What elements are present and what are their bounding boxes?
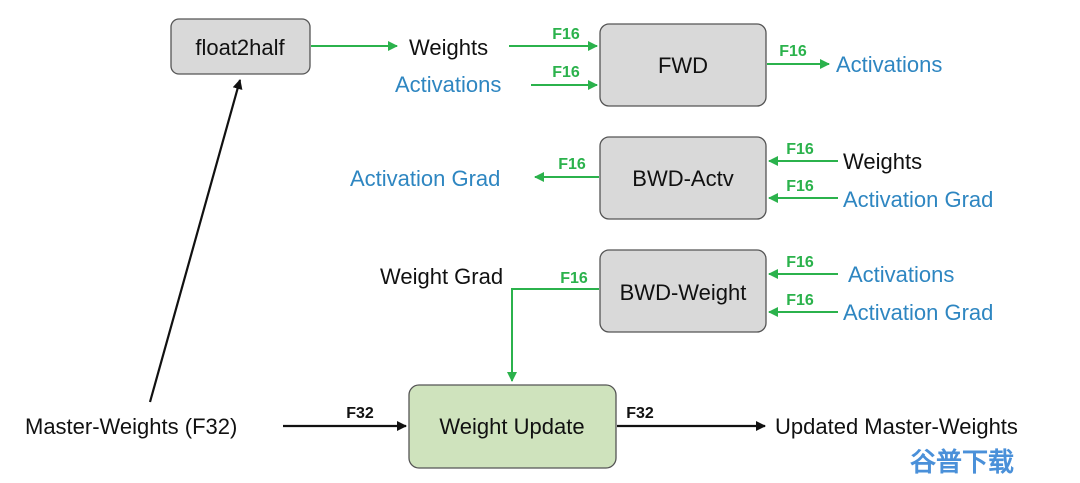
tag-f16-weights-bwd-actv: F16 (786, 141, 814, 158)
node-bwd-actv: BWD-Actv (599, 136, 767, 220)
tag-f16-bwd-weight-out: F16 (560, 270, 588, 287)
label-bwd-weight-in-activations: Activations (848, 262, 954, 287)
tag-f16-fwd-out: F16 (779, 43, 807, 60)
tag-f32-into-update: F32 (346, 405, 374, 422)
label-updated-master-weights: Updated Master-Weights (775, 414, 1018, 439)
tag-f16-activation-grad-bwd-weight: F16 (786, 292, 814, 309)
edge-master-weights-to-float2half (148, 79, 243, 403)
watermark-text: 谷普下载 (910, 447, 1014, 478)
label-bwd-actv-in-weights: Weights (843, 149, 922, 174)
label-bwd-weight-out-weight-grad: Weight Grad (380, 264, 503, 289)
tag-f16-activations-fwd: F16 (552, 64, 580, 81)
node-fwd: FWD (599, 23, 767, 107)
label-bwd-actv-in-activation-grad: Activation Grad (843, 187, 993, 212)
node-bwd-weight-label: BWD-Weight (620, 280, 747, 305)
label-bwd-actv-out-activation-grad: Activation Grad (350, 166, 500, 191)
label-fwd-in-weights: Weights (409, 35, 488, 60)
node-bwd-actv-label: BWD-Actv (632, 166, 733, 191)
label-fwd-in-activations: Activations (395, 72, 501, 97)
node-float2half: float2half (170, 18, 311, 75)
node-weight-update: Weight Update (408, 384, 617, 469)
tag-f16-weights-fwd: F16 (552, 26, 580, 43)
node-bwd-weight: BWD-Weight (599, 249, 767, 333)
label-bwd-weight-in-activation-grad: Activation Grad (843, 300, 993, 325)
tag-f16-bwd-actv-out: F16 (558, 156, 586, 173)
tag-f16-activations-bwd-weight: F16 (786, 254, 814, 271)
label-master-weights: Master-Weights (F32) (25, 414, 237, 439)
node-weight-update-label: Weight Update (439, 414, 584, 439)
node-fwd-label: FWD (658, 53, 708, 78)
tag-f32-out-of-update: F32 (626, 405, 654, 422)
node-float2half-label: float2half (195, 35, 285, 60)
tag-f16-activation-grad-bwd-actv: F16 (786, 178, 814, 195)
edge-bwd-weight-to-weight-update (507, 288, 599, 382)
label-fwd-out-activations: Activations (836, 52, 942, 77)
